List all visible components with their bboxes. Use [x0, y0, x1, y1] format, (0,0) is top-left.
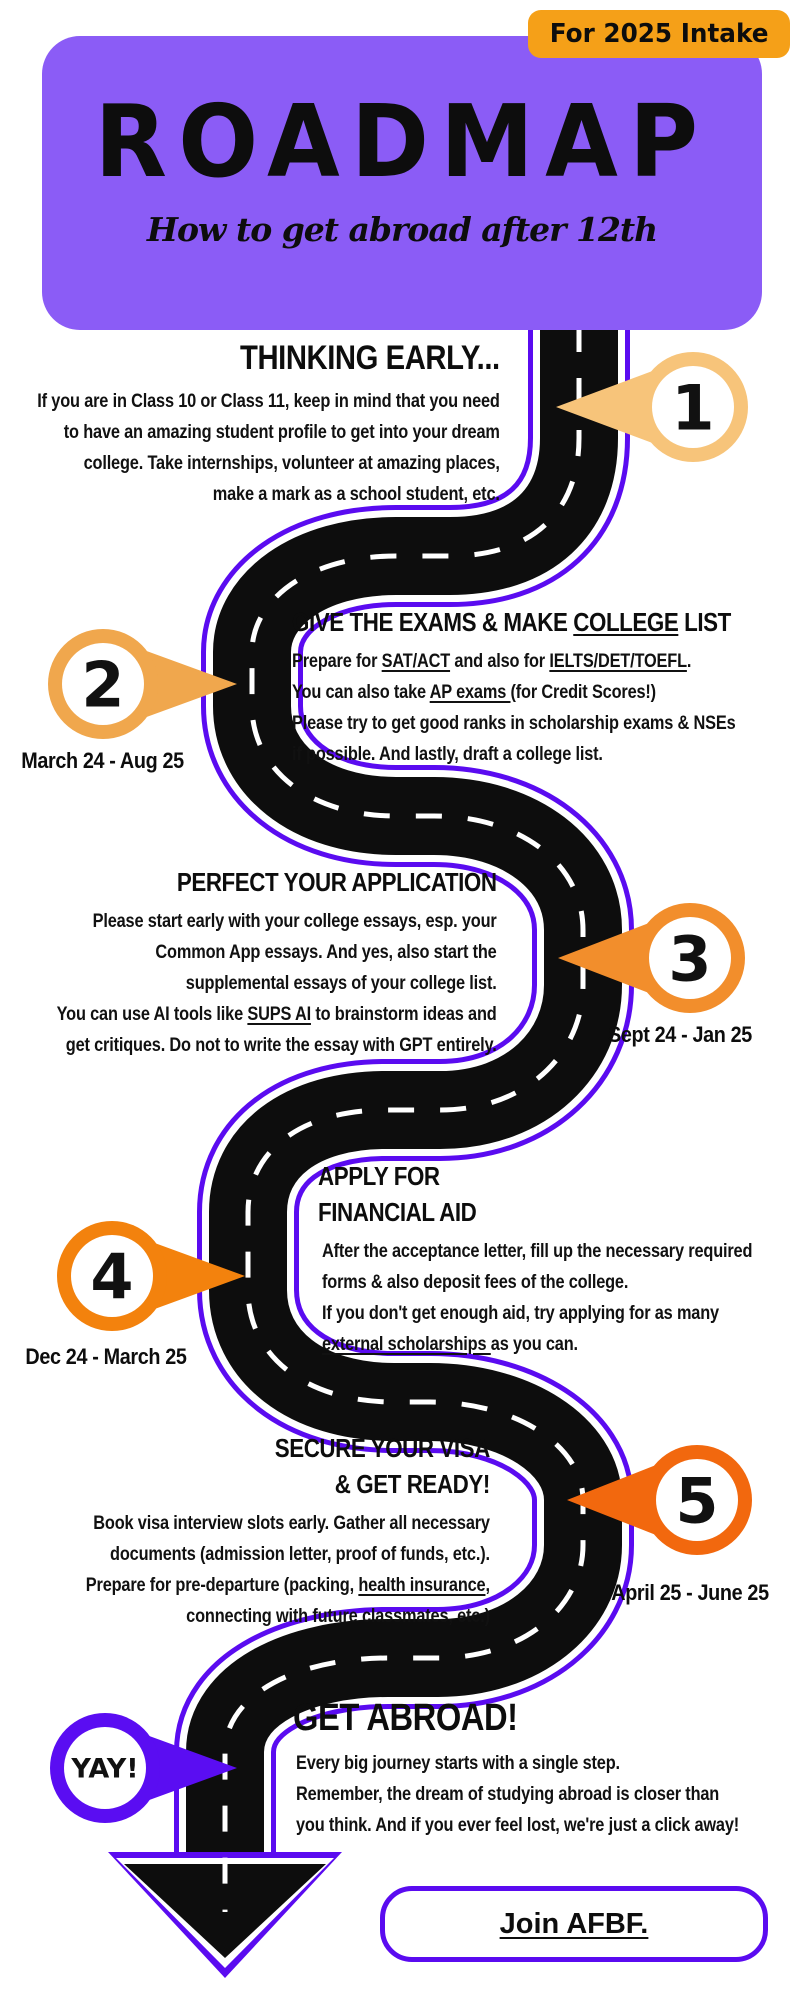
- pin-number: 3: [668, 922, 711, 995]
- step-3-line: Common App essays. And yes, also start t…: [155, 942, 497, 963]
- step-2-date: March 24 - Aug 25: [21, 748, 184, 773]
- page-subtitle: How to get abroad after 12th: [146, 210, 658, 249]
- step-4-line: external scholarships as you can.: [322, 1334, 578, 1355]
- step-1-line: to have an amazing student profile to ge…: [64, 422, 500, 443]
- pin-label: YAY!: [70, 1754, 138, 1785]
- pin-face: [656, 1459, 738, 1541]
- pin-face: [71, 1235, 153, 1317]
- step-2-line: if possible. And lastly, draft a college…: [292, 744, 603, 765]
- milestone-pin-5: 5: [567, 1445, 752, 1555]
- header-card: ROADMAP How to get abroad after 12th: [42, 36, 762, 330]
- milestone-pin-2: 2: [48, 629, 237, 739]
- step-5-line: documents (admission letter, proof of fu…: [110, 1544, 490, 1565]
- step-5-title: & GET READY!: [334, 1469, 491, 1499]
- step-2-title: GIVE THE EXAMS & MAKE COLLEGE LIST: [292, 607, 731, 637]
- milestone-pin-4: 4: [57, 1221, 245, 1331]
- final-title: GET ABROAD!: [293, 1697, 518, 1739]
- step-3-line: You can use AI tools like SUPS AI to bra…: [57, 1004, 497, 1025]
- final-line: Remember, the dream of studying abroad i…: [296, 1784, 720, 1805]
- join-button[interactable]: Join AFBF.: [380, 1886, 768, 1962]
- page-title: ROADMAP: [94, 83, 710, 200]
- pin-face: [62, 643, 144, 725]
- join-button-label: Join AFBF.: [499, 1907, 649, 1940]
- step-2-line: You can also take AP exams (for Credit S…: [292, 682, 656, 703]
- step-5-section: SECURE YOUR VISA & GET READY! Book visa …: [20, 1430, 490, 1632]
- pin-face: [64, 1727, 146, 1809]
- step-4-title: APPLY FOR: [318, 1161, 440, 1191]
- pin-face: [652, 366, 734, 448]
- step-4-line: After the acceptance letter, fill up the…: [322, 1241, 753, 1262]
- step-2-line: Prepare for SAT/ACT and also for IELTS/D…: [292, 651, 692, 672]
- pin-number: 5: [675, 1464, 718, 1537]
- pin-number: 2: [81, 648, 124, 721]
- step-5-line: connecting with future classmates, etc.): [186, 1606, 490, 1627]
- step-3-section: PERFECT YOUR APPLICATION Please start ea…: [0, 864, 497, 1061]
- step-2-section: GIVE THE EXAMS & MAKE COLLEGE LIST Prepa…: [292, 604, 800, 770]
- step-1-line: make a mark as a school student, etc.: [213, 484, 500, 505]
- final-section: GET ABROAD! Every big journey starts wit…: [293, 1694, 800, 1841]
- pin-face: [649, 917, 731, 999]
- step-5-title: SECURE YOUR VISA: [274, 1433, 491, 1463]
- milestone-pin-1: 1: [556, 352, 748, 462]
- step-1-title: THINKING EARLY...: [240, 339, 500, 377]
- milestone-pin-3: 3: [558, 903, 745, 1013]
- intake-badge-label: For 2025 Intake: [549, 19, 769, 49]
- step-3-line: supplemental essays of your college list…: [186, 973, 498, 994]
- step-3-line: get critiques. Do not to write the essay…: [66, 1035, 497, 1056]
- step-4-line: If you don't get enough aid, try applyin…: [322, 1303, 719, 1324]
- step-5-line: Prepare for pre-departure (packing, heal…: [85, 1575, 490, 1596]
- step-5-line: Book visa interview slots early. Gather …: [93, 1513, 490, 1534]
- step-1-line: college. Take internships, volunteer at …: [83, 453, 500, 474]
- step-3-date: Sept 24 - Jan 25: [608, 1022, 752, 1047]
- step-4-title: FINANCIAL AID: [318, 1197, 477, 1227]
- pin-number: 4: [90, 1240, 133, 1313]
- step-5-date: April 25 - June 25: [611, 1580, 769, 1605]
- step-1-section: THINKING EARLY... If you are in Class 10…: [0, 336, 501, 510]
- step-1-line: If you are in Class 10 or Class 11, keep…: [37, 391, 501, 412]
- step-4-date: Dec 24 - March 25: [25, 1344, 187, 1369]
- road-center-dashes: [222, 326, 586, 1912]
- pin-number: 1: [671, 371, 714, 444]
- milestone-pin-yay: YAY!: [50, 1713, 237, 1823]
- step-3-title: PERFECT YOUR APPLICATION: [177, 867, 497, 897]
- intake-badge: For 2025 Intake: [528, 10, 790, 58]
- final-line: you think. And if you ever feel lost, we…: [296, 1815, 740, 1836]
- step-3-line: Please start early with your college ess…: [93, 911, 497, 932]
- step-4-line: forms & also deposit fees of the college…: [322, 1272, 629, 1293]
- final-line: Every big journey starts with a single s…: [296, 1753, 620, 1774]
- step-4-section: APPLY FOR FINANCIAL AID After the accept…: [318, 1158, 800, 1360]
- step-2-line: Please try to get good ranks in scholars…: [292, 713, 736, 734]
